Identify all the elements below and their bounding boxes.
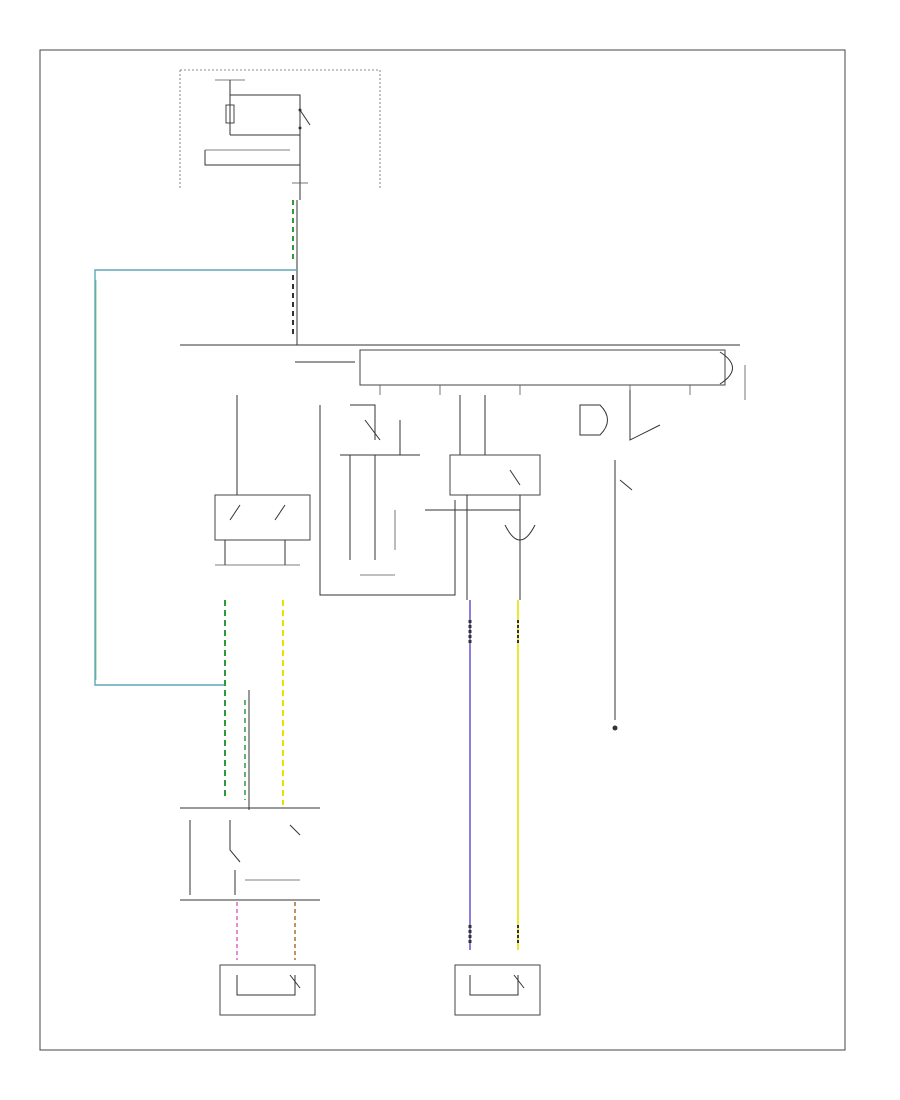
ground-icon: [612, 725, 618, 731]
diagram-frame: [39, 49, 846, 1051]
driver-relay: [425, 395, 541, 600]
passenger-window-control: [180, 807, 320, 901]
feed-wire: [292, 200, 298, 345]
passenger-window-switch: [214, 395, 311, 566]
auto-switch-branch: [579, 390, 661, 731]
window-lock-switch: [319, 404, 456, 596]
passenger-wires: [224, 600, 284, 810]
diode-icon: [504, 524, 536, 541]
switch-contact-icon: [298, 108, 311, 130]
relay-coil-icon: [225, 104, 235, 124]
passenger-motor-wires: [236, 902, 296, 960]
left-loop-wire: [94, 269, 297, 686]
driver-wires: [468, 600, 519, 950]
passenger-window-motor: [219, 964, 316, 1016]
control-unit: [295, 349, 746, 400]
driver-window-motor: [454, 964, 541, 1016]
top-fuse-relay-box: [179, 69, 381, 200]
